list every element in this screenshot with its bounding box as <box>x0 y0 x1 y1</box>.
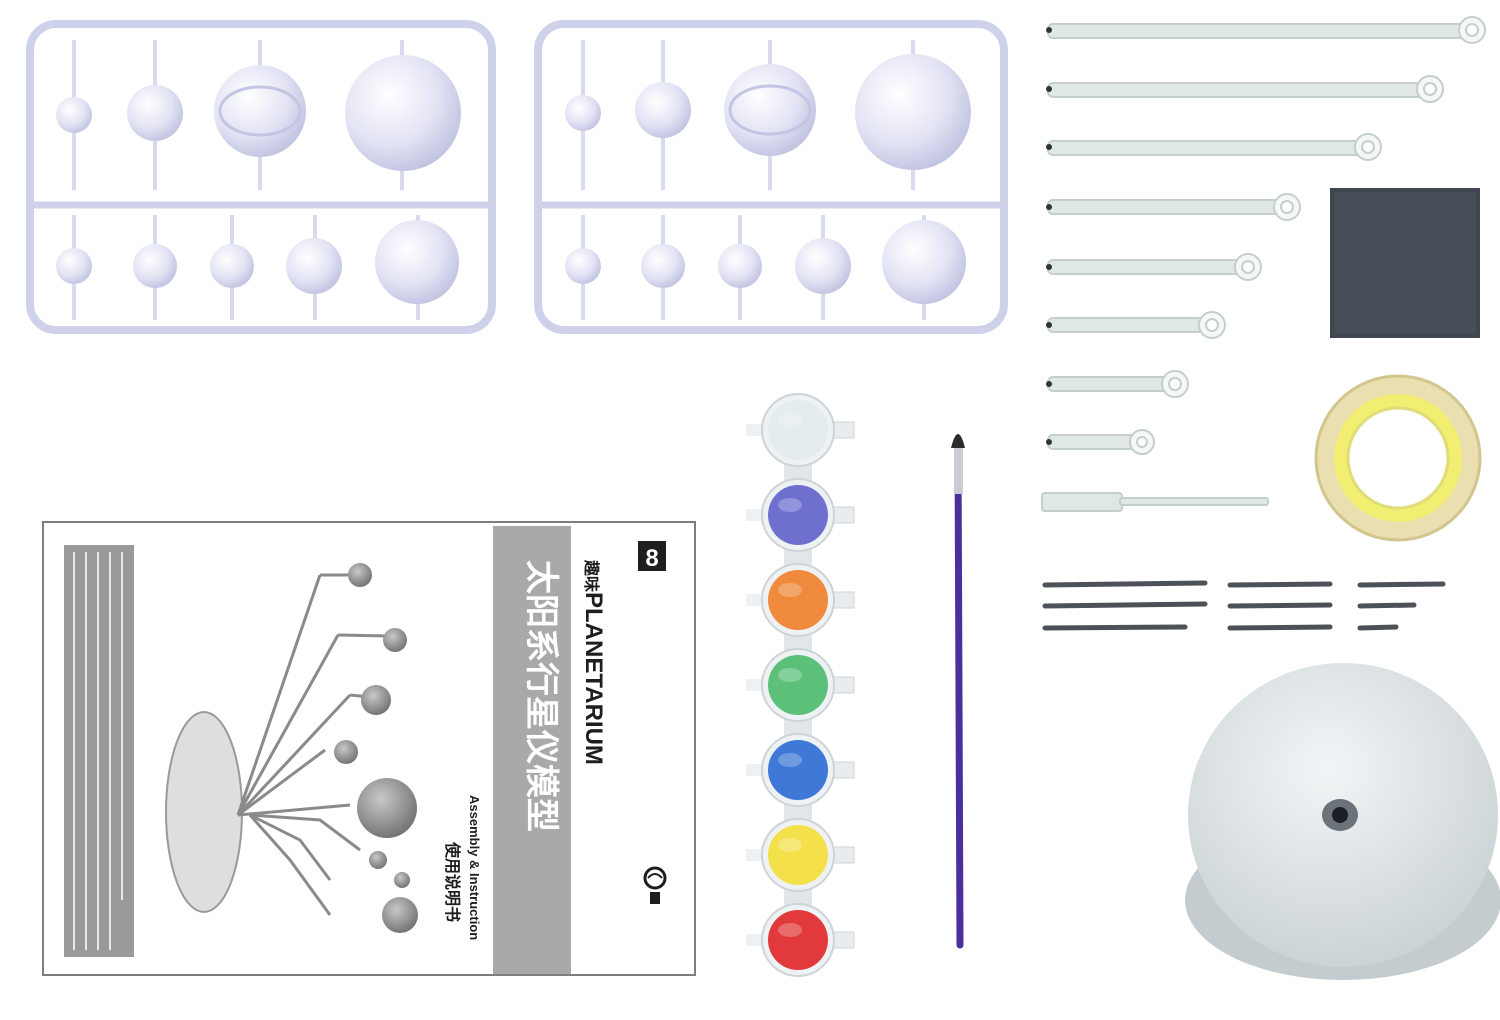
manual-title-prefix: 趣味 <box>582 559 601 592</box>
manual-title-planetarium: PLANETARIUM <box>580 592 607 765</box>
planet-sprue-right <box>534 20 1008 334</box>
brand-logo <box>643 866 667 904</box>
planetarium-base <box>1185 663 1500 980</box>
orbit-arms <box>1041 16 1486 512</box>
paint-pot <box>746 563 855 637</box>
paint-pot <box>746 393 855 467</box>
orbit-arm-2 <box>1046 75 1444 103</box>
paint-brush <box>951 434 965 949</box>
orbit-arm-5 <box>1046 253 1262 281</box>
axle-rods <box>1042 580 1446 631</box>
manual-title-cn: 太阳系行星仪模型 <box>522 560 560 832</box>
orbit-arm-4 <box>1046 193 1301 221</box>
support-peg <box>1041 492 1269 512</box>
manual-title-en: 趣味PLANETARIUM <box>580 559 607 765</box>
paint-pot <box>746 818 855 892</box>
planet-sprue-left <box>26 20 496 334</box>
glow-tape-roll <box>1314 374 1482 542</box>
paint-pot-strip <box>746 393 855 977</box>
manual-badge: 8 <box>645 545 658 572</box>
orbit-arm-6 <box>1046 311 1226 339</box>
orbit-arm-7 <box>1046 370 1189 398</box>
sandpaper-plate <box>1330 188 1480 338</box>
manual-subtitle-cn: 使用说明书 <box>443 841 462 922</box>
orbit-arm-8 <box>1046 429 1155 455</box>
orbit-arm-1 <box>1046 16 1486 44</box>
manual-subtitle-en: Assembly & Instruction <box>467 795 482 940</box>
orbit-arm-3 <box>1046 133 1382 161</box>
instruction-manual: 8 太阳系行星仪模型 趣味PLANETARIUM Assembly & Inst… <box>42 521 696 976</box>
paint-pot <box>746 478 855 552</box>
paint-pot <box>746 648 855 722</box>
paint-pot <box>746 903 855 977</box>
paint-pot <box>746 733 855 807</box>
